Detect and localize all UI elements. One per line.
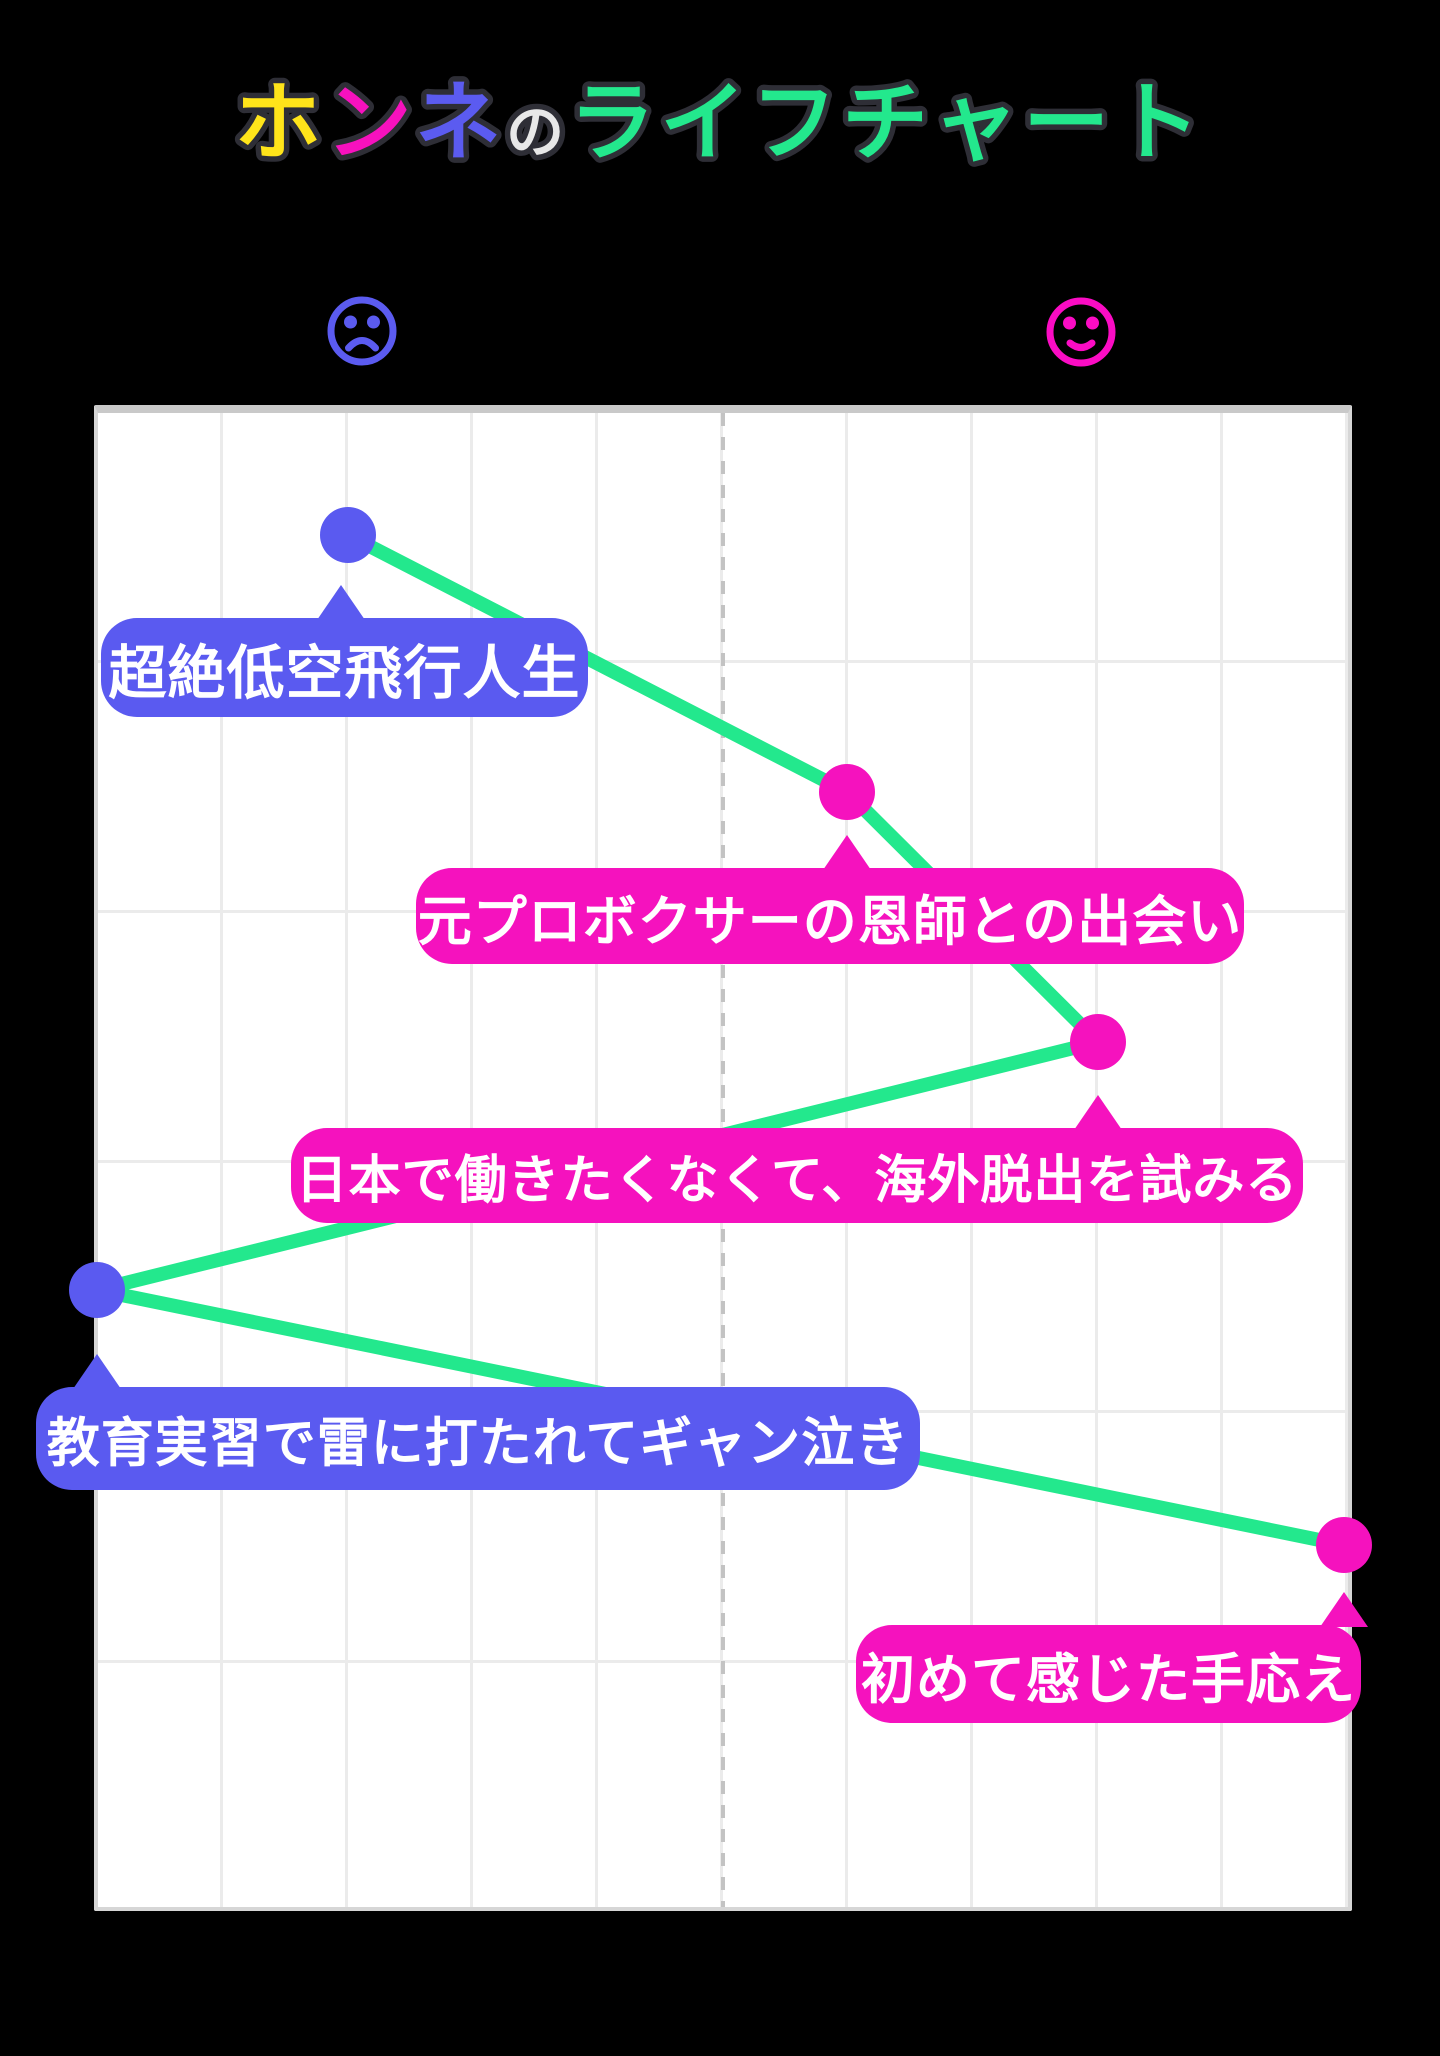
data-point-3 — [1070, 1014, 1126, 1070]
sad-face-icon — [327, 296, 397, 366]
smiley-face-icon — [1046, 297, 1116, 367]
bubble-pointer-icon — [1320, 1592, 1368, 1627]
title-segment: ネ — [415, 75, 506, 171]
svg-text:ホンネのライフチャート: ホンネのライフチャート — [235, 75, 1205, 171]
event-bubble-4: 教育実習で雷に打たれてギャン泣き — [36, 1354, 920, 1490]
bubble-pointer-icon — [1074, 1095, 1122, 1130]
event-bubble-3: 日本で働きたくなくて、海外脱出を試みる — [291, 1095, 1303, 1223]
bubble-pointer-icon — [73, 1354, 121, 1389]
title-segment: ホ — [235, 75, 326, 171]
event-label: 初めて感じた手応え — [861, 1649, 1356, 1710]
event-label: 超絶低空飛行人生 — [108, 640, 581, 706]
title-segment: の — [506, 100, 569, 165]
life-line-plot — [69, 507, 1372, 1573]
data-point-4 — [69, 1262, 125, 1318]
page-title: ホンネのライフチャート — [229, 70, 1205, 177]
bubble-pointer-icon — [317, 585, 365, 620]
title-segment: ライフチャート — [569, 75, 1205, 171]
event-label: 日本で働きたくなくて、海外脱出を試みる — [295, 1152, 1299, 1210]
event-bubble-2: 元プロボクサーの恩師との出会い — [416, 835, 1244, 964]
event-label: 教育実習で雷に打たれてギャン泣き — [46, 1413, 910, 1473]
event-bubble-5: 初めて感じた手応え — [856, 1592, 1368, 1723]
bubble-pointer-icon — [823, 835, 871, 870]
chart-area: 超絶低空飛行人生 元プロボクサーの恩師との出会い 日本で働きたくなくて、海外脱出… — [36, 405, 1372, 1911]
data-point-5 — [1316, 1517, 1372, 1573]
data-point-2 — [819, 764, 875, 820]
title-segment: ン — [326, 75, 415, 171]
event-bubble-1: 超絶低空飛行人生 — [101, 585, 588, 717]
event-label: 元プロボクサーの恩師との出会い — [417, 891, 1243, 952]
data-point-1 — [320, 507, 376, 563]
